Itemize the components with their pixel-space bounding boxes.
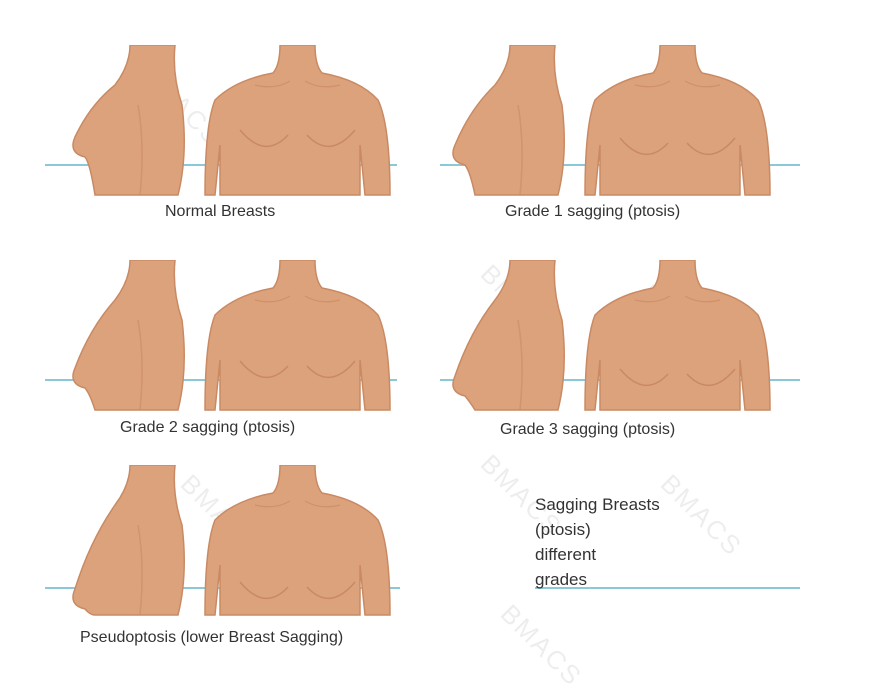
side-profile-figure	[452, 259, 565, 411]
caption-pseudoptosis: Pseudoptosis (lower Breast Sagging)	[80, 629, 344, 646]
front-figure	[204, 464, 391, 616]
front-figure	[204, 259, 391, 411]
side-profile-figure	[452, 44, 565, 196]
figure-normal	[60, 44, 405, 205]
caption-grade-1: Grade 1 sagging (ptosis)	[505, 203, 681, 220]
note-line: grades	[535, 570, 587, 589]
front-figure	[584, 259, 771, 411]
note-line: (ptosis)	[535, 520, 591, 539]
side-profile-figure	[72, 464, 185, 616]
figure-grade-1	[440, 44, 785, 205]
caption-grade-2: Grade 2 sagging (ptosis)	[120, 419, 296, 436]
figure-grade-3	[440, 259, 785, 420]
side-profile-figure	[72, 44, 185, 196]
reference-line	[535, 587, 800, 589]
watermark: BMACS	[654, 468, 749, 562]
figure-grade-2	[60, 259, 405, 420]
figure-pseudoptosis	[60, 464, 405, 625]
description-note: Sagging Breasts (ptosis) different grade…	[535, 492, 660, 592]
front-figure	[584, 44, 771, 196]
caption-grade-3: Grade 3 sagging (ptosis)	[500, 421, 676, 438]
caption-normal: Normal Breasts	[165, 203, 276, 220]
front-figure	[204, 44, 391, 196]
side-profile-figure	[72, 259, 185, 411]
note-line: different	[535, 545, 597, 564]
note-line: Sagging Breasts	[535, 495, 660, 514]
watermark: BMACS	[494, 598, 589, 692]
